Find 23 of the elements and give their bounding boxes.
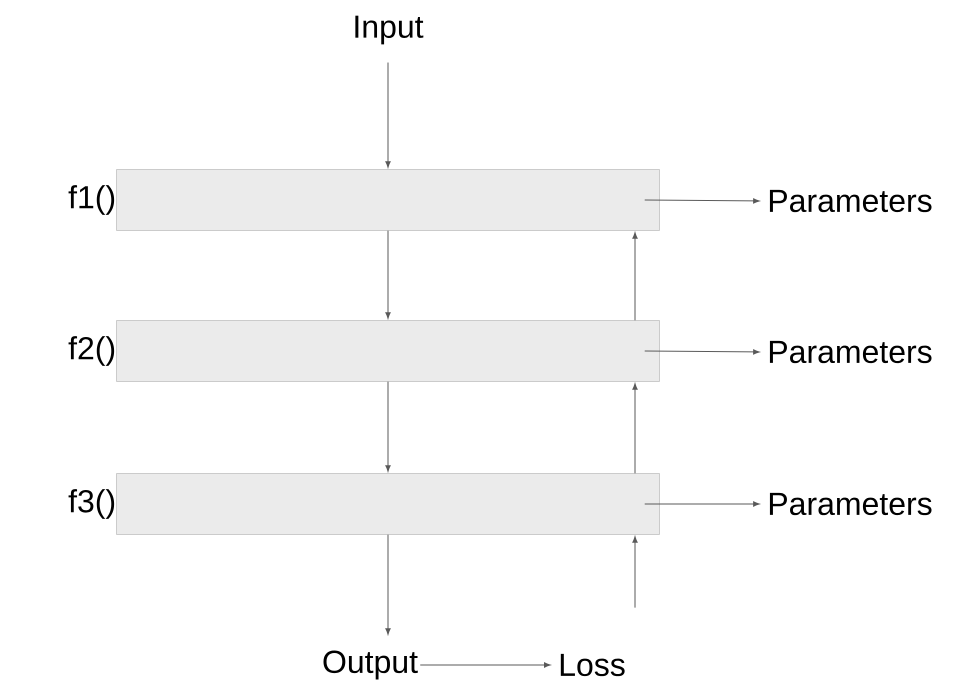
arrow	[385, 381, 391, 472]
node-label: f3()	[68, 489, 114, 519]
arrow	[644, 501, 760, 507]
arrow	[385, 230, 391, 319]
layer-box: f2()	[68, 320, 660, 382]
arrow	[644, 198, 760, 204]
arrow	[632, 232, 638, 321]
arrow	[632, 536, 638, 608]
arrow	[385, 62, 391, 168]
label-text: Parameters	[770, 492, 932, 516]
node-label: f1()	[68, 185, 114, 215]
label-text: Parameters	[770, 190, 932, 212]
label-text: Loss	[560, 654, 625, 676]
arrow	[385, 534, 391, 635]
node-label: f2()	[68, 336, 114, 366]
arrow	[644, 349, 760, 355]
arrow	[632, 383, 638, 474]
label-text: Input	[355, 16, 424, 44]
arrow	[420, 662, 550, 668]
layer-box: f1()	[68, 169, 660, 231]
label-text: Output	[324, 650, 418, 680]
layer-box: f3()	[68, 473, 660, 535]
label-text: Parameters	[770, 340, 932, 364]
